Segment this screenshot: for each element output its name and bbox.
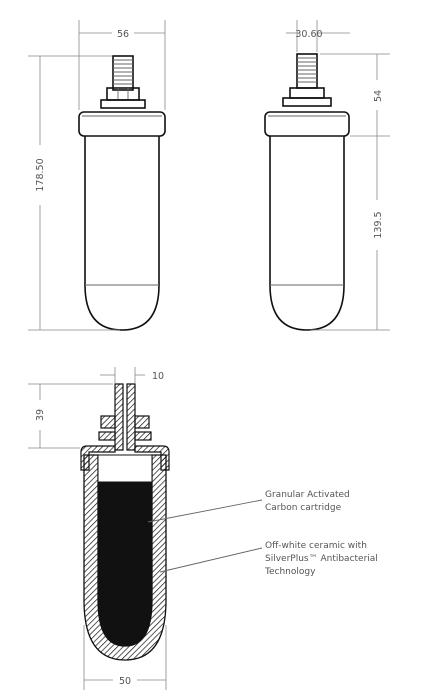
section-nut-left [100,415,116,429]
dim-top-width: 56 [117,29,129,40]
side-cap [264,111,350,137]
dim-head-height: 54 [373,90,384,102]
ceramic-label-line2: SilverPlus™ Antibacterial [265,554,378,564]
section-tube-left [114,383,124,451]
front-cap [78,111,166,137]
section-head-height-dimension [28,383,113,449]
side-nut [289,87,325,99]
section-nut-right [134,415,150,429]
section-tube-right [126,383,136,451]
dim-section-head-height: 39 [35,409,46,421]
dim-thread-width: 30.60 [295,29,322,40]
side-view [264,53,350,331]
front-thread-lines [113,59,133,85]
front-top-width-dimension [78,20,166,110]
side-washer [282,97,332,107]
section-headspace [97,454,153,483]
ceramic-label-line3: Technology [264,567,316,577]
side-thread [296,53,318,89]
side-body [269,136,345,331]
dim-nipple-width: 10 [152,371,164,382]
section-carbon-fill [98,482,152,646]
section-cap-right [134,445,170,471]
section-cap-left [80,445,116,471]
front-body [84,136,160,331]
carbon-leader-line [147,499,263,523]
side-thread-width-dimension [286,20,350,52]
section-view [80,383,170,661]
carbon-label-line1: Granular Activated [265,490,350,500]
section-nipple-dimension [100,367,145,383]
dim-overall-height: 178.50 [35,158,46,191]
side-height-dimensions [310,53,390,331]
dim-body-height: 139.5 [373,211,384,238]
front-washer [100,99,146,109]
dim-section-width: 50 [119,676,131,687]
front-view [78,55,166,331]
front-thread [112,55,134,91]
ceramic-leader-line [159,547,263,573]
carbon-label-line2: Carbon cartridge [265,503,342,513]
front-height-dimension [28,55,120,331]
section-width-dimension [83,625,167,690]
ceramic-label-line1: Off-white ceramic with [265,541,367,551]
